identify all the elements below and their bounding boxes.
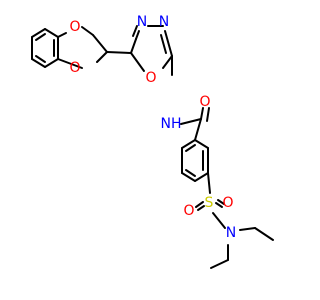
s-n-bond [212, 212, 226, 229]
s-o-right-bond-1 [217, 199, 225, 205]
linker-bond [106, 51, 132, 54]
benzamide-ring [181, 139, 209, 182]
atom-label-oxygen-1: O [69, 19, 80, 35]
carbonyl-bond-1 [200, 107, 204, 120]
s-o-right-bond-2 [215, 202, 223, 208]
ethyl-right-2 [254, 227, 274, 241]
ring-to-sulfur-bond [207, 172, 211, 194]
oxadiazole-ring [130, 25, 173, 72]
amide-c-bond [180, 118, 202, 125]
benzodioxane-benzene-ring [31, 28, 59, 68]
bond-lines [31, 25, 274, 269]
ethyl-left-2 [210, 259, 229, 269]
amide-to-ring-bond [194, 118, 202, 141]
atom-label-oxadiazole-oxygen: O [145, 70, 156, 86]
atom-label-oxadiazole-nitrogen-1: N [137, 14, 147, 30]
ethyl-right-1 [239, 227, 256, 231]
atom-label-amine-nitrogen: N [226, 225, 236, 241]
molecule-structure-diagram: O O N N O NH O S O O N [31, 14, 274, 269]
carbonyl-bond-2 [206, 107, 210, 122]
atom-label-sulfonyl-oxygen-right: O [222, 195, 233, 211]
atom-label-sulfonyl-oxygen-left: O [183, 203, 194, 219]
s-o-left-bond-1 [195, 201, 204, 208]
atom-label-oxadiazole-nitrogen-2: N [159, 14, 169, 30]
atom-label-amide-nh: NH [161, 116, 182, 132]
dioxane-ring [57, 26, 108, 69]
atom-label-sulfur: S [205, 195, 214, 211]
atom-labels: O O N N O NH O S O O N [69, 14, 236, 241]
s-o-left-bond-2 [197, 205, 205, 211]
atom-label-carbonyl-oxygen: O [199, 94, 210, 110]
atom-label-oxygen-2: O [69, 60, 80, 76]
